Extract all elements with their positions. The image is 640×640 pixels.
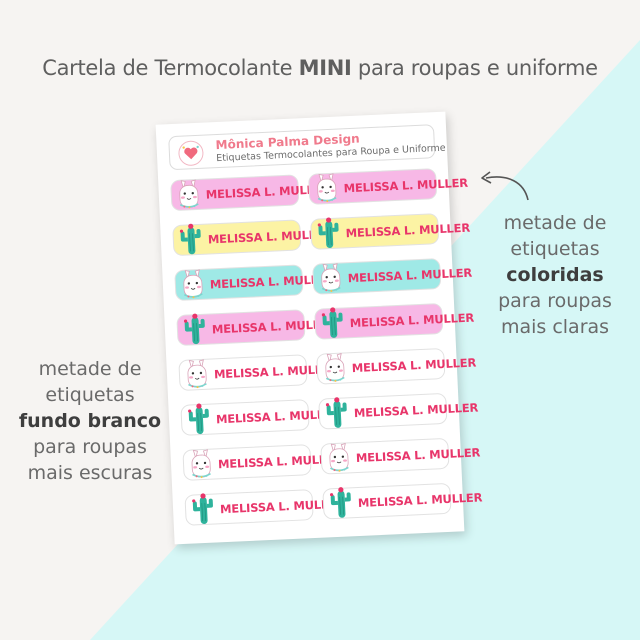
name-label: MELISSA L. MULLER bbox=[182, 444, 343, 482]
note-right-line1: metade de bbox=[503, 212, 607, 234]
cactus-icon bbox=[317, 304, 349, 341]
llama-icon bbox=[311, 169, 343, 206]
note-left-emphasis: fundo branco bbox=[18, 410, 162, 432]
note-colored-labels: metade de etiquetas coloridas para roupa… bbox=[480, 210, 630, 340]
llama-icon bbox=[181, 356, 213, 393]
heart-logo-icon bbox=[178, 140, 204, 166]
note-right-line2: etiquetas bbox=[510, 238, 600, 260]
llama-icon bbox=[319, 349, 351, 386]
llama-icon bbox=[315, 259, 347, 296]
name-label: MELISSA L. MULLER bbox=[174, 264, 334, 303]
name-label: MELISSA L. MULLER bbox=[184, 489, 345, 527]
name-label: MELISSA L. MULLER bbox=[180, 399, 341, 437]
cactus-icon bbox=[179, 311, 211, 348]
name-label: MELISSA L. MULLER bbox=[310, 213, 470, 251]
note-left-line5: mais escuras bbox=[27, 462, 153, 484]
note-right-line4: para roupas bbox=[498, 290, 612, 312]
cactus-icon bbox=[175, 221, 207, 258]
name-label: MELISSA L. MULLER bbox=[312, 258, 472, 296]
brand-header: Mônica Palma Design Etiquetas Termocolan… bbox=[168, 124, 446, 171]
note-left-line4: para roupas bbox=[33, 436, 147, 458]
headline: Cartela de Termocolante MINI para roupas… bbox=[0, 56, 640, 80]
cactus-icon bbox=[321, 394, 353, 431]
name-label: MELISSA L. MULLER bbox=[314, 302, 474, 341]
label-sheet: Mônica Palma Design Etiquetas Termocolan… bbox=[155, 111, 482, 545]
note-right-emphasis: coloridas bbox=[506, 264, 604, 286]
name-label: MELISSA L. MULLER bbox=[308, 168, 468, 206]
cactus-icon bbox=[325, 484, 357, 521]
name-label: MELISSA L. MULLER bbox=[178, 354, 339, 393]
note-right-line5: mais claras bbox=[500, 316, 610, 338]
cactus-icon bbox=[187, 490, 219, 527]
note-white-labels: metade de etiquetas fundo branco para ro… bbox=[14, 356, 166, 486]
curved-arrow-icon bbox=[481, 171, 529, 201]
name-label: MELISSA L. MULLER bbox=[316, 347, 476, 386]
name-label: MELISSA L. MULLER bbox=[318, 392, 478, 431]
name-label: MELISSA L. MULLER bbox=[322, 482, 482, 521]
note-left-line2: etiquetas bbox=[45, 384, 135, 406]
llama-icon bbox=[323, 439, 355, 476]
llama-icon bbox=[173, 176, 205, 213]
name-label: MELISSA L. MULLER bbox=[320, 437, 480, 476]
name-label: MELISSA L. MULLER bbox=[176, 309, 336, 348]
name-label: MELISSA L. MULLER bbox=[172, 219, 332, 258]
headline-suffix: para roupas e uniforme bbox=[351, 56, 598, 80]
name-label: MELISSA L. MULLER bbox=[170, 174, 330, 213]
headline-prefix: Cartela de Termocolante bbox=[42, 56, 299, 80]
cactus-icon bbox=[183, 400, 215, 437]
headline-highlight: MINI bbox=[298, 56, 352, 80]
note-left-line1: metade de bbox=[38, 358, 142, 380]
llama-icon bbox=[185, 445, 217, 482]
llama-icon bbox=[177, 266, 209, 303]
cactus-icon bbox=[313, 214, 345, 251]
